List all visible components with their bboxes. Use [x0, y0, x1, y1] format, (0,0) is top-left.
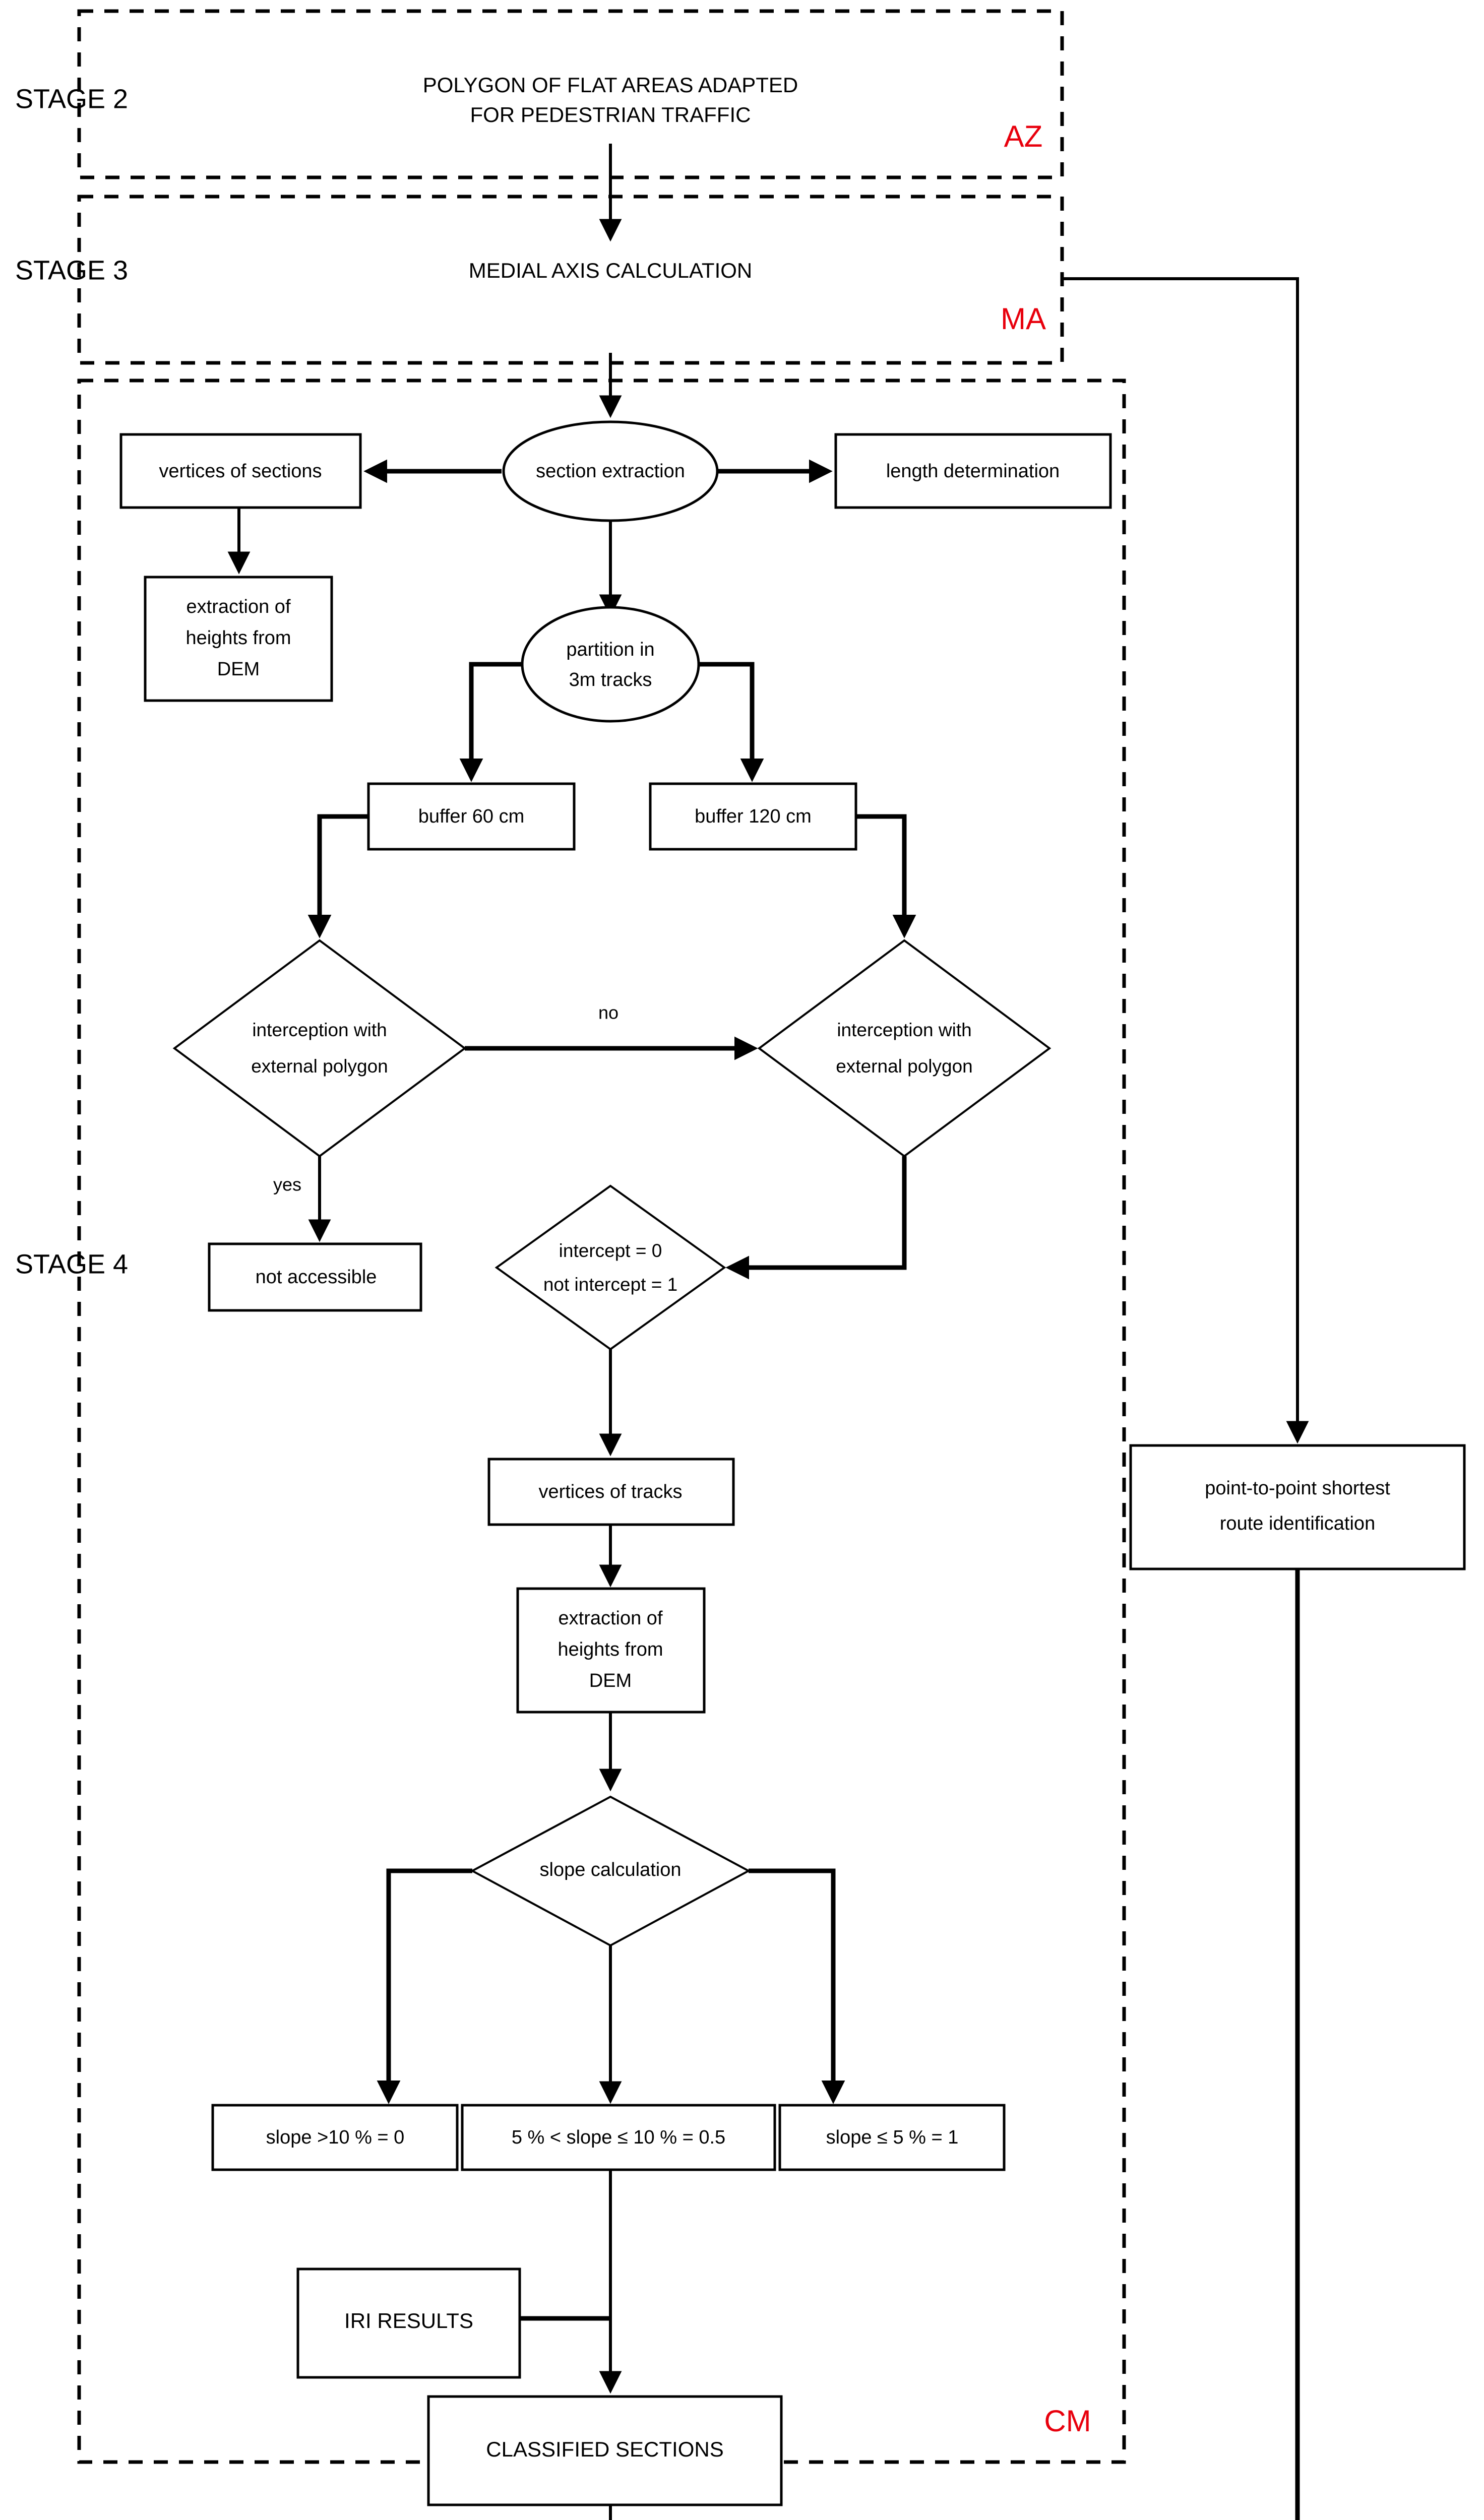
- edge-buffer120-to-interception-right: [856, 814, 916, 938]
- edge-interception-right-to-intercept-rule: [725, 1156, 907, 1280]
- node-buffer-60cm: [367, 782, 576, 851]
- node-slope-le5: [778, 2104, 1006, 2171]
- stage-code-cm: CM: [1044, 2404, 1091, 2438]
- node-slope-gt10: [211, 2104, 459, 2171]
- node-label-not-accessible: not accessible: [256, 1267, 377, 1288]
- node-buffer-120cm: [649, 782, 857, 851]
- node-label-interception-left-l1: interception with: [252, 1020, 387, 1040]
- node-extraction-heights-dem-1: [144, 576, 333, 702]
- node-label-buffer-120cm: buffer 120 cm: [695, 806, 812, 827]
- node-label-extraction-dem2-l1: extraction of: [559, 1608, 663, 1629]
- node-label-iri-results: IRI RESULTS: [344, 2309, 473, 2333]
- node-label-polygon-flat-areas-l1: POLYGON OF FLAT AREAS ADAPTED: [423, 73, 798, 97]
- node-length-determination: [834, 433, 1112, 509]
- node-label-classified-sections: CLASSIFIED SECTIONS: [486, 2437, 723, 2461]
- node-label-interception-left-l2: external polygon: [251, 1056, 388, 1077]
- node-point-to-point-shortest-route: [1129, 1444, 1466, 1570]
- node-label-extraction-dem1-l3: DEM: [217, 659, 260, 680]
- node-section-extraction: [502, 420, 719, 522]
- stage-code-az: AZ: [1004, 119, 1043, 153]
- node-label-partition-l1: partition in: [566, 639, 654, 660]
- node-label-vertices-of-tracks: vertices of tracks: [538, 1481, 682, 1502]
- node-label-slope-calculation: slope calculation: [540, 1859, 682, 1880]
- edge-shortest-route-to-merge: [1295, 1569, 1300, 2520]
- node-label-interception-right-l1: interception with: [837, 1020, 971, 1040]
- node-label-polygon-flat-areas-l2: FOR PEDESTRIAN TRAFFIC: [470, 103, 751, 127]
- edge-label-yes: yes: [273, 1174, 301, 1195]
- node-label-extraction-dem1-l1: extraction of: [187, 596, 291, 617]
- node-partition-in-3m-tracks: [521, 606, 700, 723]
- node-not-accessible: [208, 1242, 422, 1312]
- node-iri-results: [296, 2267, 521, 2379]
- edge-buffer60-to-interception-left: [307, 814, 368, 938]
- node-label-intercept-rule-l1: intercept = 0: [559, 1240, 662, 1261]
- stage-label-stage4: STAGE 4: [15, 1249, 128, 1279]
- node-classified-sections: [427, 2395, 783, 2506]
- node-interception-left: [172, 939, 467, 1158]
- node-label-intercept-rule-l2: not intercept = 1: [543, 1274, 677, 1295]
- stage2-container: [77, 9, 1064, 179]
- node-label-extraction-dem1-l2: heights from: [186, 627, 291, 649]
- node-label-slope-le5: slope ≤ 5 % = 1: [826, 2127, 959, 2148]
- node-label-point-to-point-l1: point-to-point shortest: [1205, 1478, 1390, 1499]
- node-label-partition-l2: 3m tracks: [569, 669, 652, 690]
- node-label-length-determination: length determination: [886, 461, 1060, 482]
- node-label-vertices-of-sections: vertices of sections: [159, 461, 322, 482]
- node-label-point-to-point-l2: route identification: [1220, 1513, 1375, 1534]
- node-label-extraction-dem2-l2: heights from: [558, 1639, 663, 1660]
- node-label-extraction-dem2-l3: DEM: [589, 1670, 632, 1691]
- node-label-buffer-60cm: buffer 60 cm: [418, 806, 525, 827]
- stage-code-ma: MA: [1001, 302, 1046, 336]
- edge-slope-to-le5: [749, 1868, 845, 2104]
- node-interception-right: [757, 939, 1052, 1158]
- edge-partition-to-buffer60: [459, 662, 522, 782]
- node-slope-5-to-10: [461, 2104, 776, 2171]
- edge-slope-to-gt10: [377, 1868, 472, 2104]
- node-label-section-extraction: section extraction: [536, 461, 685, 482]
- edge-partition-to-buffer120: [699, 662, 764, 782]
- node-label-medial-axis: MEDIAL AXIS CALCULATION: [469, 259, 753, 282]
- node-label-interception-right-l2: external polygon: [836, 1056, 973, 1077]
- node-vertices-of-sections: [119, 433, 362, 509]
- stage-label-stage3: STAGE 3: [15, 255, 128, 285]
- stage-label-stage2: STAGE 2: [15, 84, 128, 114]
- node-intercept-rule: [494, 1184, 726, 1351]
- edge-label-no: no: [598, 1002, 619, 1023]
- node-label-slope-gt10: slope >10 % = 0: [266, 2127, 405, 2148]
- edge-medial-axis-to-shortest-route: [1062, 277, 1309, 1444]
- node-label-slope-5-to-10: 5 % < slope ≤ 10 % = 0.5: [512, 2127, 725, 2148]
